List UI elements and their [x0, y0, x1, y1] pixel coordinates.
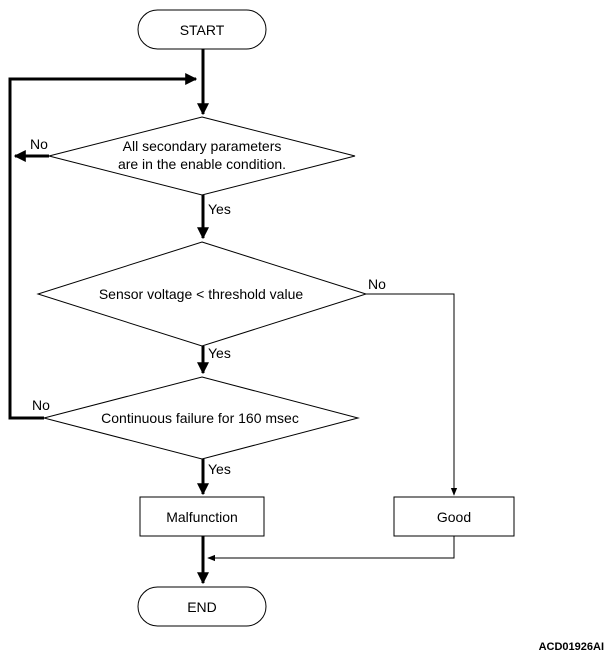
decision-enable-condition: All secondary parameters are in the enab…	[48, 116, 356, 196]
decision3-no-label: No	[32, 397, 50, 413]
malfunction-label: Malfunction	[166, 509, 238, 525]
good-box: Good	[393, 496, 515, 537]
figure-code: ACD01926AI	[539, 641, 604, 653]
decision3-label: Continuous failure for 160 msec	[101, 410, 299, 426]
good-label: Good	[437, 509, 471, 525]
connector-decision2-no	[366, 293, 458, 496]
decision-sensor-voltage: Sensor voltage < threshold value	[36, 241, 368, 347]
decision2-no-label: No	[368, 276, 386, 292]
decision-continuous-failure: Continuous failure for 160 msec	[42, 376, 360, 460]
connector-loop-back	[8, 73, 198, 420]
decision1-no-label: No	[30, 136, 48, 152]
malfunction-box: Malfunction	[139, 496, 265, 537]
end-terminator: END	[137, 586, 267, 627]
decision3-yes-label: Yes	[208, 461, 231, 477]
decision1-line2: are in the enable condition.	[118, 156, 286, 172]
decision1-line1: All secondary parameters	[123, 138, 282, 154]
connector-good-to-end	[207, 536, 455, 562]
decision1-yes-label: Yes	[208, 201, 231, 217]
start-terminator: START	[137, 9, 267, 50]
start-label: START	[180, 22, 225, 38]
decision2-label: Sensor voltage < threshold value	[99, 286, 304, 302]
end-label: END	[187, 599, 217, 615]
decision2-yes-label: Yes	[208, 345, 231, 361]
